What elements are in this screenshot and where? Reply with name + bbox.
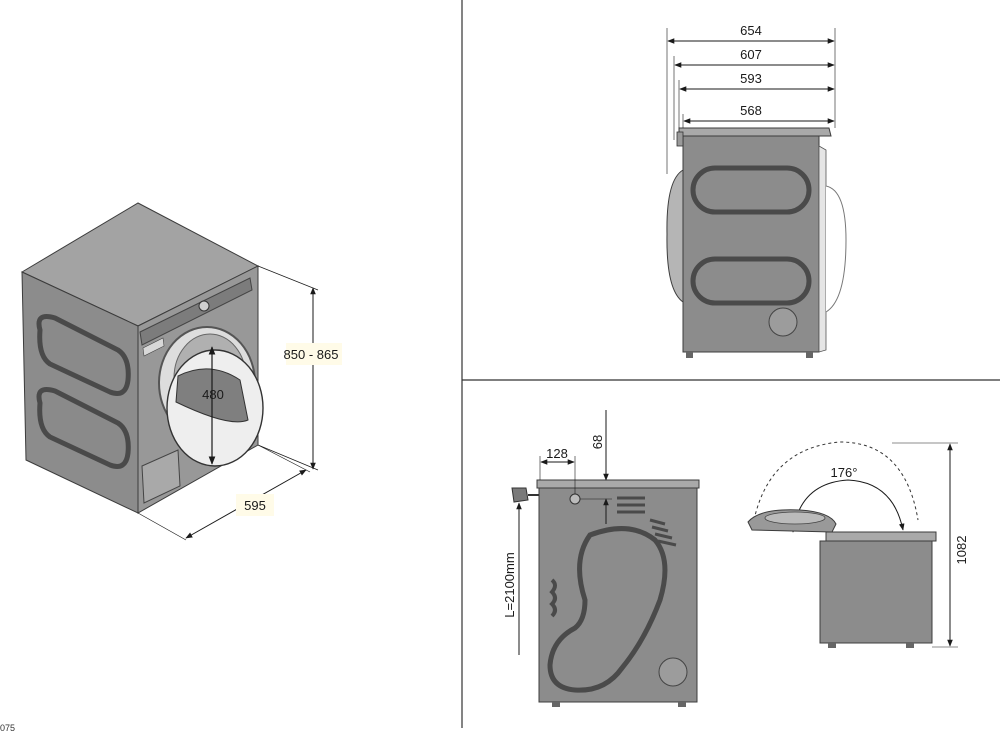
- side-control-strip: [676, 131, 684, 147]
- side-rear-bulge: [818, 145, 827, 353]
- rear-left-channel: [549, 578, 557, 618]
- side-foot-rear: [806, 352, 813, 358]
- program-knob: [198, 300, 210, 312]
- depth-label-607: 607: [740, 47, 762, 62]
- depth-label-593: 593: [740, 71, 762, 86]
- rear-emboss: [547, 526, 668, 693]
- door-angle-view: 176° 1082: [747, 441, 969, 648]
- side-door-bulge: [666, 169, 684, 303]
- power-plug: [511, 487, 529, 503]
- side-vent-circle: [768, 307, 798, 337]
- width-label: 595: [244, 498, 266, 513]
- side-top-plate: [678, 127, 832, 137]
- side-rear-hose: [825, 185, 847, 313]
- offset-horizontal-label: 128: [546, 446, 568, 461]
- panel-dividers: [461, 0, 1000, 728]
- rear-top-plate: [536, 479, 700, 489]
- rear-foot-left: [552, 702, 560, 707]
- side-view: 654 607 593 568: [666, 23, 847, 358]
- display-window: [142, 337, 165, 357]
- side-emboss-lower: [36, 387, 131, 469]
- door-view-top-plate: [825, 531, 937, 542]
- door-view-foot-left: [828, 643, 836, 648]
- control-panel: [139, 277, 253, 346]
- filter-hatch: [141, 449, 181, 504]
- door-view-foot-right: [906, 643, 914, 648]
- drawing-code: 075: [0, 723, 15, 733]
- offset-vertical-label: 68: [590, 435, 605, 449]
- rear-foot-right: [678, 702, 686, 707]
- side-emboss-upper-view: [690, 165, 812, 215]
- side-emboss-upper: [36, 314, 131, 396]
- rear-vent-slots: [617, 496, 677, 547]
- rear-vent-circle: [658, 657, 688, 687]
- side-foot-front: [686, 352, 693, 358]
- height-label: 850 - 865: [284, 347, 339, 362]
- rear-view: 128 68 L=2100mm: [502, 410, 700, 707]
- depth-label-654: 654: [740, 23, 762, 38]
- isometric-view: 850 - 865 595 480: [20, 202, 342, 541]
- side-emboss-lower-view: [690, 256, 812, 306]
- door-angle-label: 176°: [831, 465, 858, 480]
- open-door-window: [764, 511, 826, 525]
- door-swing-arc: [753, 441, 919, 521]
- open-height-label: 1082: [954, 536, 969, 565]
- door-angle-arc: [791, 479, 905, 533]
- door-view-body: [819, 540, 933, 644]
- cable-length-label: L=2100mm: [502, 552, 517, 617]
- door-opening-label: 480: [202, 387, 224, 402]
- depth-label-568: 568: [740, 103, 762, 118]
- rear-connector: [569, 493, 581, 505]
